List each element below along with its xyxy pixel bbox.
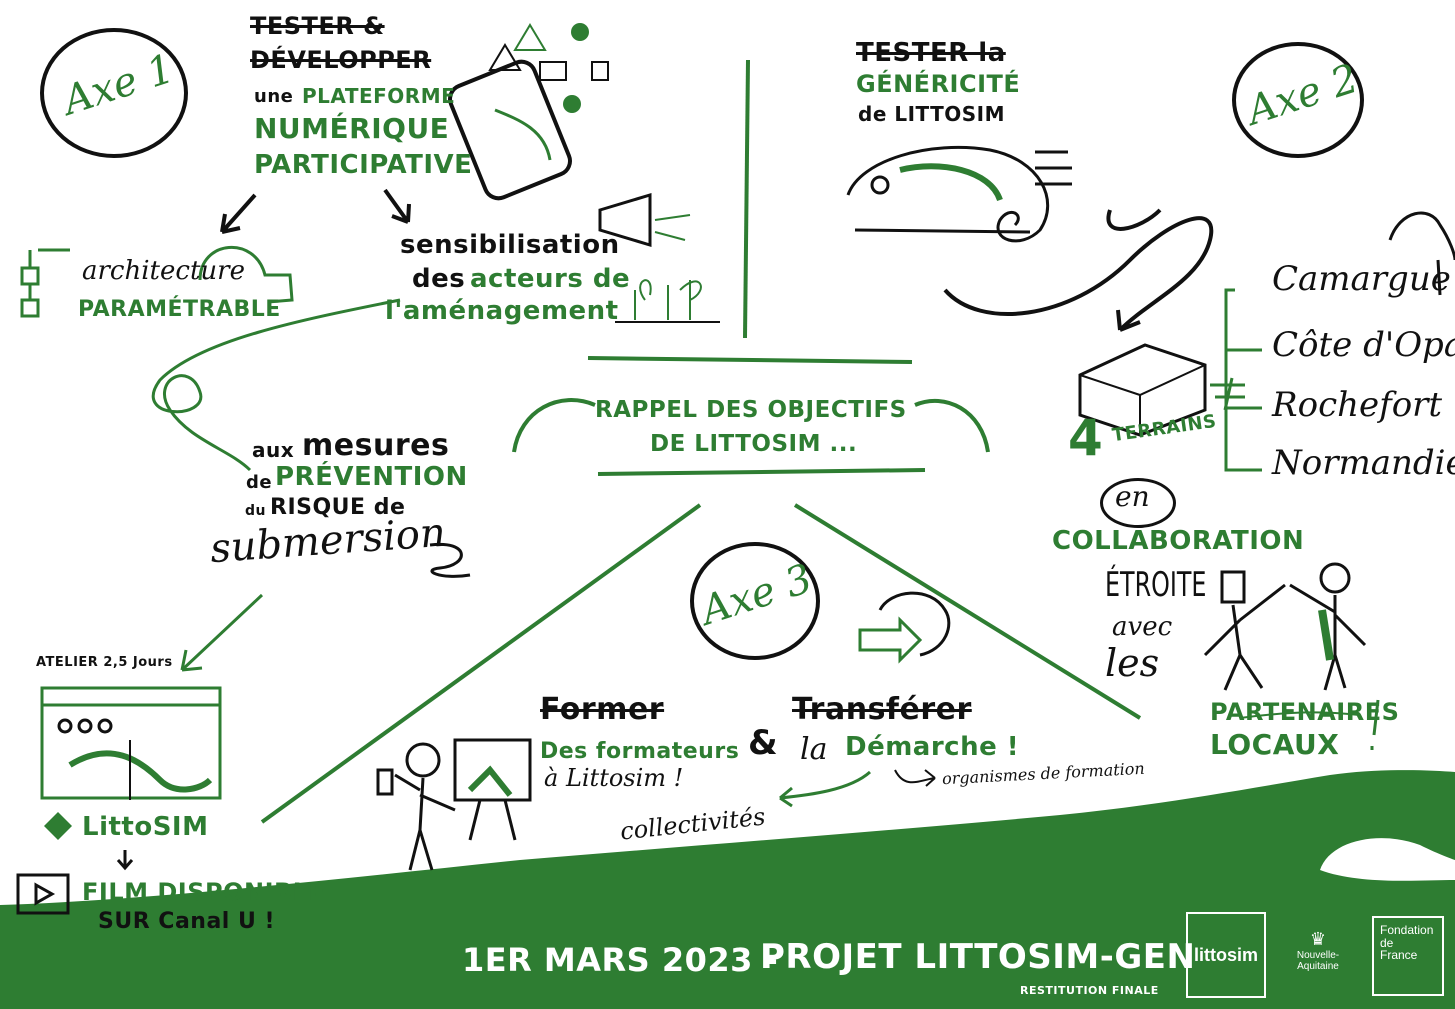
en-circle <box>1100 478 1176 528</box>
divider-top <box>587 356 913 364</box>
megaphone-icon <box>598 192 652 248</box>
workshop-label: ATELIER 2,5 Jours <box>36 655 173 670</box>
axe1-sub-participative: PARTICIPATIVE <box>254 150 473 180</box>
logo-fondation: Fondation de France <box>1372 916 1444 996</box>
collab-en: en <box>1115 480 1150 513</box>
arrow-to-organisms <box>894 769 936 787</box>
terrains-number: 4 <box>1068 409 1104 467</box>
arrow-measures-to-workshop <box>180 593 264 672</box>
divider-diagonal-right <box>793 503 1142 720</box>
site-camargue: Camargue <box>1272 259 1451 299</box>
arrow-to-collectivites <box>779 770 872 808</box>
center-line1: RAPPEL DES OBJECTIFS <box>595 397 907 423</box>
axe1-circle <box>40 28 188 158</box>
app-name: LittoSIM <box>82 812 209 842</box>
terrain-box-icon <box>1078 343 1207 437</box>
trees-icon <box>634 279 702 320</box>
axe2-circle <box>1232 42 1364 158</box>
play-icon <box>16 873 70 915</box>
axe3-circle <box>690 542 820 660</box>
axe3-ampersand: & <box>748 723 779 763</box>
tablet-icon <box>448 59 572 201</box>
sites-bracket <box>1224 288 1262 472</box>
axe3-demarche: Démarche ! <box>845 732 1020 762</box>
center-wave-right <box>914 398 990 453</box>
center-line2: DE LITTOSIM ... <box>650 431 858 457</box>
architecture-icon <box>20 266 40 286</box>
person-icon-2 <box>1319 562 1351 594</box>
axe2-heading-line2: GÉNÉRICITÉ <box>856 70 1021 98</box>
footer-date: 1ER MARS 2023 - <box>462 941 779 979</box>
heron-icon <box>1388 211 1455 296</box>
divider-bottom <box>597 468 926 476</box>
sensibilisation-amenagement: l'aménagement <box>385 296 619 326</box>
axe3-formateurs: Des formateurs <box>540 739 740 764</box>
axe1-heading-line1: TESTER & <box>250 12 385 40</box>
site-normandie: Normandie <box>1272 443 1455 483</box>
sensibilisation-des: des <box>412 264 466 294</box>
measures-squiggle <box>429 542 471 578</box>
axe3-a-littosim: à Littosim ! <box>544 764 684 792</box>
divider-diagonal-left <box>260 503 702 824</box>
collab-line1: COLLABORATION <box>1052 526 1305 556</box>
axe2-heading-line1: TESTER la <box>856 38 1006 68</box>
axe1-sub-une: une <box>254 86 294 107</box>
center-wave-left <box>512 398 596 453</box>
chameleon-icon <box>846 146 1050 243</box>
sensibilisation-label: sensibilisation <box>400 230 620 260</box>
logo-region: ♛ Nouvelle- Aquitaine <box>1290 929 1346 972</box>
logo-littosim: littosim <box>1186 912 1266 998</box>
footer-subtitle: RESTITUTION FINALE <box>1020 984 1159 997</box>
footer-wave <box>0 770 1455 1009</box>
axe2-heading-line3: de LITTOSIM <box>858 102 1006 126</box>
measures-du: du <box>245 503 266 519</box>
partners-line2: LOCAUX <box>1210 728 1340 761</box>
arrow-to-sensibilisation <box>383 188 411 224</box>
film-line1: FILM DISPONIBLE <box>82 878 326 906</box>
architecture-label: architecture <box>82 256 245 286</box>
site-rochefort: Rochefort <box>1272 385 1443 425</box>
axe1-sub-numerique: NUMÉRIQUE <box>254 112 450 145</box>
architecture-parametrable: PARAMÉTRABLE <box>78 297 281 322</box>
measures-mesures: mesures <box>302 428 450 463</box>
logo-fondation-line2: de <box>1380 935 1394 950</box>
logo-fondation-line3: France <box>1380 948 1418 963</box>
gear-icon <box>198 246 294 304</box>
collab-line2: ÉTROITE <box>1105 565 1207 605</box>
logo-region-line2: Aquitaine <box>1297 960 1339 972</box>
axe3-transferer: Transférer <box>792 692 972 727</box>
region-icon: ♛ <box>1309 929 1327 949</box>
measures-risque: RISQUE de <box>270 495 406 520</box>
arrow-swirl-to-measures <box>151 298 401 472</box>
logo-fondation-line1: Fondation <box>1380 923 1434 937</box>
divider-vertical <box>743 59 750 339</box>
logo-littosim-text: littosim <box>1193 944 1258 965</box>
swirl-to-terrains <box>943 216 1214 332</box>
board-icon <box>453 738 532 802</box>
trainer-icon <box>405 742 441 778</box>
collab-line4: les <box>1105 641 1160 685</box>
measures-de: de <box>246 472 273 493</box>
logo-region-line1: Nouvelle- <box>1296 949 1340 961</box>
sensibilisation-acteurs: acteurs de <box>470 264 631 294</box>
site-cote-opale: Côte d'Opale <box>1272 325 1455 365</box>
arrow-to-architecture <box>220 193 257 234</box>
measures-prevention: PRÉVENTION <box>275 462 468 492</box>
footer-wave-curl <box>1320 838 1455 881</box>
film-line2: SUR Canal U ! <box>98 909 276 934</box>
axe1-sub-plateforme: PLATEFORME <box>302 84 456 108</box>
collab-line3: avec <box>1112 612 1173 642</box>
axe1-heading-line2: DÉVELOPPER <box>250 46 432 74</box>
measures-aux: aux <box>252 438 295 462</box>
footer-project: PROJET LITTOSIM-GEN <box>760 937 1196 977</box>
partners-line1: PARTENAIRES <box>1210 698 1400 726</box>
person-icon <box>1220 570 1246 604</box>
axe3-former: Former <box>540 692 665 727</box>
littosim-logo-icon <box>44 812 72 840</box>
transfer-icon <box>858 616 923 664</box>
axe3-la: la <box>800 732 828 767</box>
